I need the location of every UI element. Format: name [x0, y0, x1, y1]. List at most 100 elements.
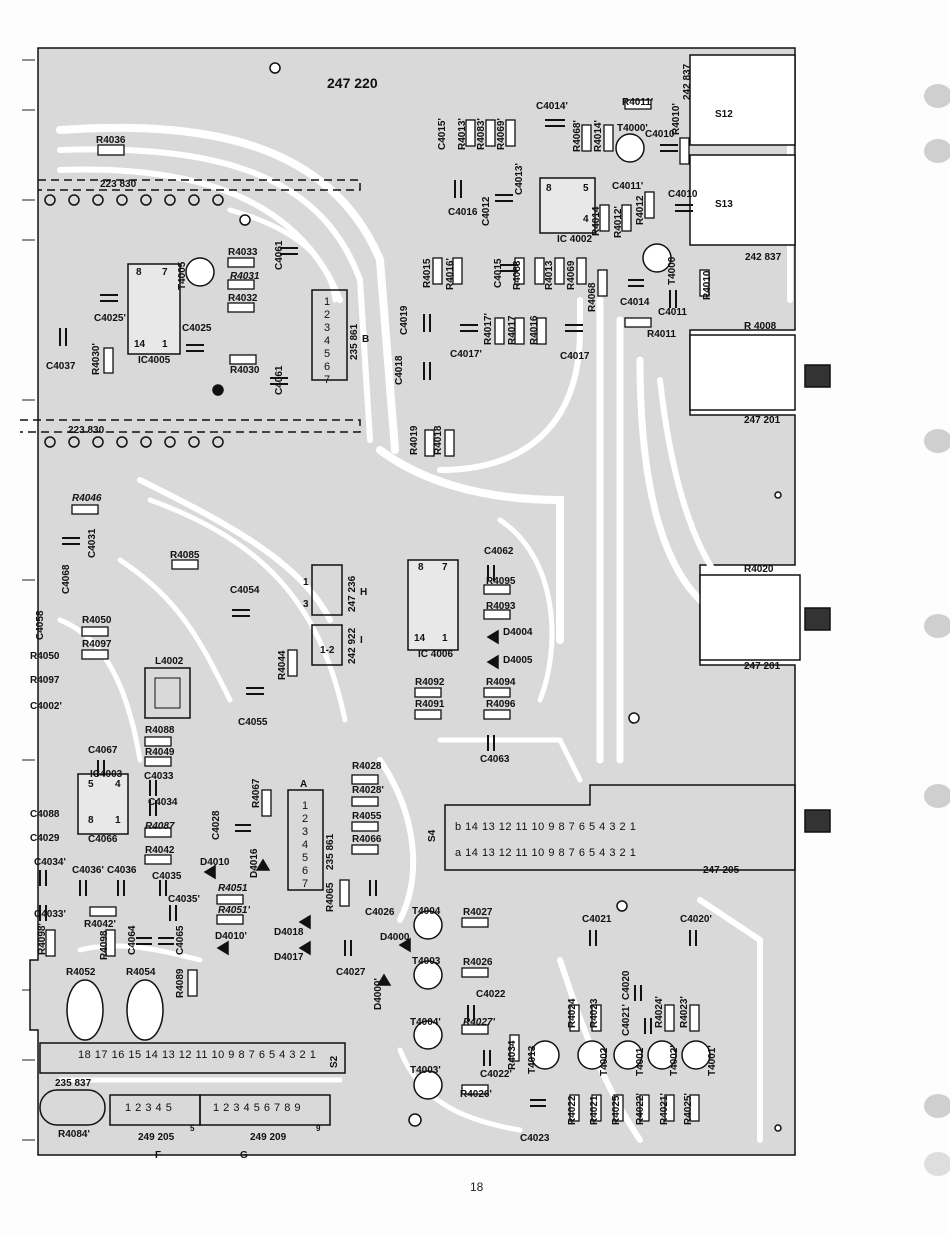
label-r4036: R4036 — [96, 135, 126, 146]
ic4006-pin8: 8 — [418, 562, 424, 573]
label-t4004p: T4004' — [410, 1017, 441, 1028]
connector-s4-label: S4 — [427, 829, 438, 842]
label-r4010: R4010 — [702, 270, 713, 300]
label-r4016: R4016 — [529, 315, 540, 345]
label-r4013p: R4013' — [457, 118, 468, 150]
label-r4096: R4096 — [486, 699, 516, 710]
label-d4010: D4010 — [200, 857, 230, 868]
label-c4026: C4026 — [365, 907, 395, 918]
label-r4012p: R4012' — [613, 206, 624, 238]
ic4003-pin8: 8 — [88, 815, 94, 826]
inductor-core — [154, 677, 181, 709]
ic4002-label: IC 4002 — [557, 234, 593, 245]
label-r4065: R4065 — [325, 882, 336, 912]
binder-hole — [924, 84, 950, 108]
label-r4017: R4017 — [507, 315, 518, 345]
connector-235837-label: 235 837 — [55, 1078, 92, 1089]
label-c4015p: C4015' — [437, 118, 448, 150]
connector-249205-letter: F — [155, 1150, 162, 1161]
label-r4021p: R4021' — [659, 1093, 670, 1125]
label-r4097-edge: R4097 — [30, 675, 60, 686]
label-c4036p: C4036' — [72, 865, 104, 876]
label-r4095: R4095 — [486, 576, 516, 587]
label-r4027: R4027 — [463, 907, 493, 918]
label-r4068p: R4068' — [572, 120, 583, 152]
label-r4026: R4026 — [463, 957, 493, 968]
label-d4004: D4004 — [503, 627, 533, 638]
label-c4019: C4019 — [399, 305, 410, 335]
label-c4025: C4025 — [182, 323, 212, 334]
label-r4083: R4083 — [512, 260, 523, 290]
label-t4013: T4013 — [527, 1045, 538, 1074]
label-c4035: C4035 — [152, 871, 182, 882]
label-c4037: C4037 — [46, 361, 76, 372]
label-c4016: C4016 — [448, 207, 478, 218]
label-r4042p: R4042' — [84, 919, 116, 930]
edge-label-242837-top: 242 837 — [682, 63, 693, 100]
label-r4010p: R4010' — [671, 103, 682, 135]
mounting-holes — [212, 62, 782, 1132]
label-c4064: C4064 — [127, 925, 138, 955]
binder-hole — [924, 784, 950, 808]
ic4006-pin7: 7 — [442, 562, 448, 573]
connector-s4-row-b: b 14 13 12 11 10 9 8 7 6 5 4 3 2 1 — [455, 821, 637, 833]
label-r4022p: R4022' — [635, 1093, 646, 1125]
label-r4093: R4093 — [486, 601, 516, 612]
label-c4034: C4034 — [148, 797, 178, 808]
label-c4020p: C4020' — [680, 914, 712, 925]
ic4003-label: IC4003 — [90, 769, 123, 780]
label-r4018: R4018 — [433, 425, 444, 455]
label-r4017p: R4017' — [483, 313, 494, 345]
label-t4000: T4000 — [667, 256, 678, 285]
label-c4018: C4018 — [394, 355, 405, 385]
label-c4017p: C4017' — [450, 349, 482, 360]
label-c4021p: C4021' — [621, 1004, 632, 1036]
label-r4022: R4022 — [567, 1095, 578, 1125]
label-r4051p: R4051' — [218, 905, 250, 916]
connector-247236-label: 247 236 — [347, 575, 358, 612]
label-t4001p: T4001' — [707, 1045, 718, 1076]
ic4006-pin14: 14 — [414, 633, 426, 644]
label-r4094: R4094 — [486, 677, 516, 688]
label-r4030p: R4030' — [91, 343, 102, 375]
edge-label-242837: 242 837 — [745, 252, 782, 263]
label-r4083p: R4083' — [476, 118, 487, 150]
label-c4012: C4012 — [481, 196, 492, 226]
connector-223830-bottom-label: 223 830 — [68, 425, 105, 436]
label-c4063: C4063 — [480, 754, 510, 765]
label-c4027: C4027 — [336, 967, 366, 978]
label-c4014: C4014 — [620, 297, 650, 308]
label-d4016: D4016 — [249, 848, 260, 878]
label-c4022p: C4022' — [480, 1069, 512, 1080]
label-r4011p: R4011' — [622, 97, 654, 108]
label-t4003: T4003 — [412, 956, 441, 967]
connector-249205-label: 249 205 — [138, 1132, 175, 1143]
label-t4001: T4001 — [635, 1047, 646, 1076]
label-r4014p: R4014' — [593, 120, 604, 152]
label-r4089: R4089 — [175, 968, 186, 998]
label-r4067: R4067 — [251, 778, 262, 808]
label-c4014p: C4014' — [536, 101, 568, 112]
ic4003-pin5: 5 — [88, 779, 94, 790]
connector-249209-label: 249 209 — [250, 1132, 287, 1143]
ic4005-label: IC4005 — [138, 355, 171, 366]
label-c4029: C4029 — [30, 833, 60, 844]
label-c4068: C4068 — [61, 564, 72, 594]
label-d4000p: D4000' — [373, 978, 384, 1010]
connector-249205-pins: 1 2 3 4 5 — [125, 1102, 173, 1114]
connector-249209-letter: G — [240, 1150, 248, 1161]
label-r4050-edge: R4050 — [30, 651, 60, 662]
resistors — [45, 99, 710, 1122]
label-r4032: R4032 — [228, 293, 258, 304]
label-r4026p: R4026' — [460, 1089, 492, 1100]
label-t4002: T4002 — [599, 1047, 610, 1076]
label-c4013p: C4013' — [514, 163, 525, 195]
edge-label-247205: 247 205 — [703, 865, 740, 876]
label-r4025: R4025 — [611, 1095, 622, 1125]
ic4005-pin8: 8 — [136, 267, 142, 278]
label-r4012: R4012 — [635, 195, 646, 225]
label-r4034: R4034 — [507, 1040, 518, 1070]
label-r4069p: R4069' — [496, 118, 507, 150]
